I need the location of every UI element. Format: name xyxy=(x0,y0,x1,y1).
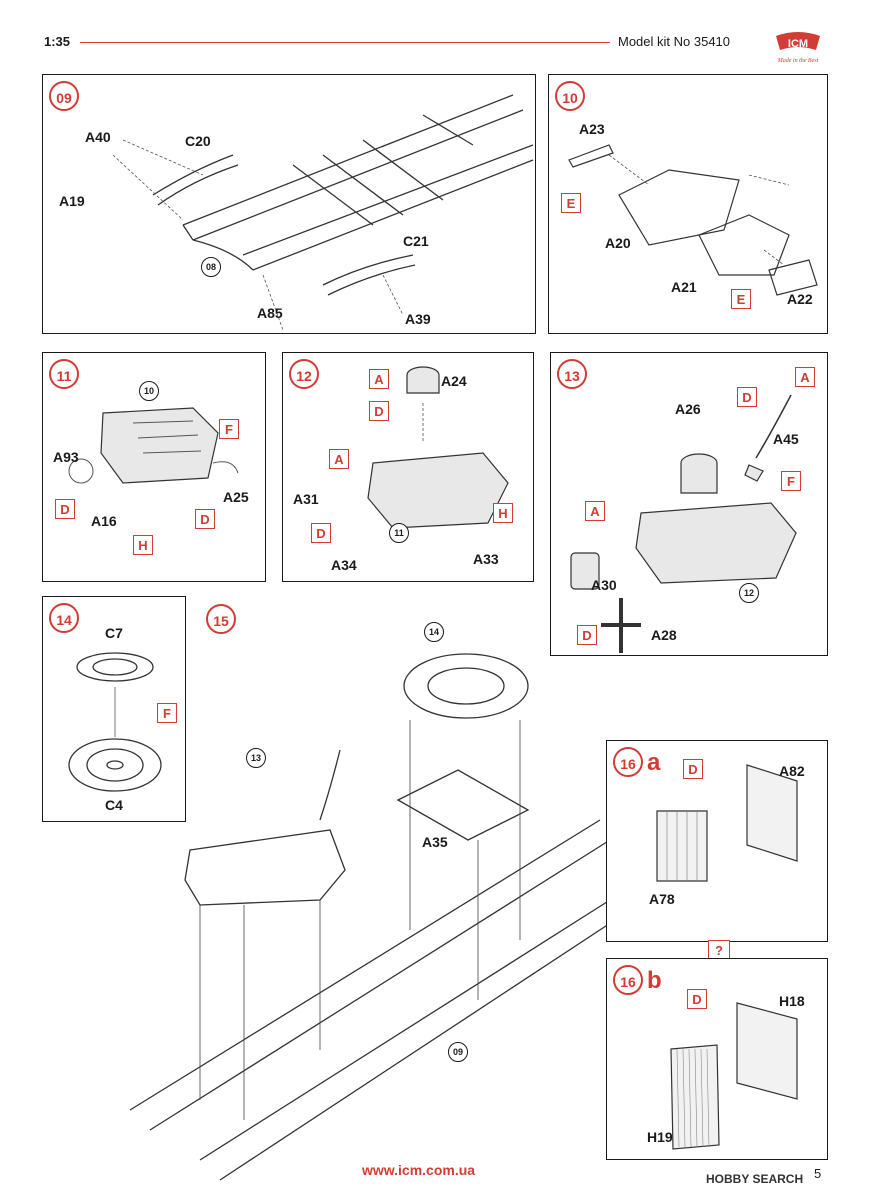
step-13-number: 13 xyxy=(557,359,587,389)
header-rule xyxy=(80,42,610,43)
watermark: HOBBY SEARCH xyxy=(706,1172,804,1186)
step-11-number: 11 xyxy=(49,359,79,389)
part-A35-label: A35 xyxy=(422,834,448,850)
step-11-panel: 11 10 F A93 A25 D D A16 H xyxy=(42,352,266,582)
radiator-grille-illustration xyxy=(670,1002,798,1150)
step-ref-11: 11 xyxy=(389,523,409,543)
step-ref-09: 09 xyxy=(448,1042,468,1062)
part-H18-label: H18 xyxy=(779,993,805,1009)
step-16a-number: 16 xyxy=(613,747,643,777)
part-A33-label: A33 xyxy=(473,551,499,567)
paint-code-E-1: E xyxy=(561,193,581,213)
step-ref-14: 14 xyxy=(424,622,444,642)
step-ref-13: 13 xyxy=(246,748,266,768)
part-A31-label: A31 xyxy=(293,491,319,507)
paint-code-A-2: A xyxy=(585,501,605,521)
unknown-paint-code: ? xyxy=(708,940,730,962)
part-A82-label: A82 xyxy=(779,763,805,779)
part-A21-label: A21 xyxy=(671,279,697,295)
part-A30-label: A30 xyxy=(591,577,617,593)
engine-block-illustration xyxy=(68,407,239,484)
part-H19-label: H19 xyxy=(647,1129,673,1145)
part-A25-label: A25 xyxy=(223,489,249,505)
paint-code-A-1: A xyxy=(795,367,815,387)
scale-label: 1:35 xyxy=(44,34,71,49)
step-16a-suffix: a xyxy=(647,749,661,776)
part-A40-label: A40 xyxy=(85,129,111,145)
engine-assembly-illustration xyxy=(570,394,797,653)
part-C21-label: C21 xyxy=(403,233,429,249)
paint-code-D: D xyxy=(683,759,703,779)
part-A22-label: A22 xyxy=(787,291,813,307)
step-16a-panel: 16 a D A82 A78 xyxy=(606,740,828,942)
part-C7-label: C7 xyxy=(105,625,123,641)
part-C4-label: C4 xyxy=(105,797,123,813)
paint-code-D-1: D xyxy=(369,401,389,421)
step-ref-10: 10 xyxy=(139,381,159,401)
step-ref-12: 12 xyxy=(739,583,759,603)
kit-number: Model kit No 35410 xyxy=(618,34,731,49)
paint-code-D-2: D xyxy=(577,625,597,645)
step-12-panel: 12 A A24 D A A31 H 11 D A34 A33 xyxy=(282,352,534,582)
step-14-panel: 14 C7 F C4 xyxy=(42,596,186,822)
paint-code-D-2: D xyxy=(195,509,215,529)
step-13-panel: 13 A D A26 A45 F A A30 12 D A28 xyxy=(550,352,828,656)
step-09-number: 09 xyxy=(49,81,79,111)
step-15-number: 15 xyxy=(206,604,236,634)
spare-wheel-illustration xyxy=(68,652,162,792)
page-number: 5 xyxy=(814,1166,822,1181)
svg-text:Made in the Best: Made in the Best xyxy=(777,58,819,64)
step-09-panel: 09 A40 C20 A19 C21 A85 A39 08 xyxy=(42,74,536,334)
radiator-illustration xyxy=(656,764,798,882)
step-10-panel: 10 A23 E A20 A21 E A22 xyxy=(548,74,828,334)
step-16b-number: 16 xyxy=(613,965,643,995)
paint-code-A-2: A xyxy=(329,449,349,469)
part-A19-label: A19 xyxy=(59,193,85,209)
step-16b-panel: 16 b D H18 H19 xyxy=(606,958,828,1160)
dashboard-illustration xyxy=(568,144,818,296)
paint-code-E-2: E xyxy=(731,289,751,309)
part-A23-label: A23 xyxy=(579,121,605,137)
paint-code-F: F xyxy=(781,471,801,491)
part-A24-label: A24 xyxy=(441,373,467,389)
paint-code-H: H xyxy=(493,503,513,523)
part-A34-label: A34 xyxy=(331,557,357,573)
part-A28-label: A28 xyxy=(651,627,677,643)
paint-code-F: F xyxy=(219,419,239,439)
icm-logo: ICM Made in the Best xyxy=(776,32,820,64)
step-14-number: 14 xyxy=(49,603,79,633)
part-A26-label: A26 xyxy=(675,401,701,417)
part-A20-label: A20 xyxy=(605,235,631,251)
svg-text:ICM: ICM xyxy=(788,38,808,50)
part-A78-label: A78 xyxy=(649,891,675,907)
engine-air-filter-illustration xyxy=(367,366,509,529)
part-A39-label: A39 xyxy=(405,311,431,327)
part-A93-label: A93 xyxy=(53,449,79,465)
part-A16-label: A16 xyxy=(91,513,117,529)
part-A45-label: A45 xyxy=(773,431,799,447)
step-16b-suffix: b xyxy=(647,967,662,994)
paint-code-D-1: D xyxy=(55,499,75,519)
paint-code-A-1: A xyxy=(369,369,389,389)
website-link[interactable]: www.icm.com.ua xyxy=(362,1162,476,1178)
part-A85-label: A85 xyxy=(257,305,283,321)
paint-code-D-2: D xyxy=(311,523,331,543)
paint-code-F: F xyxy=(157,703,177,723)
frame-rear-illustration xyxy=(112,94,534,331)
paint-code-D-1: D xyxy=(737,387,757,407)
step-12-number: 12 xyxy=(289,359,319,389)
part-C20-label: C20 xyxy=(185,133,211,149)
paint-code-H: H xyxy=(133,535,153,555)
paint-code-D: D xyxy=(687,989,707,1009)
step-10-number: 10 xyxy=(555,81,585,111)
step-ref-08: 08 xyxy=(201,257,221,277)
